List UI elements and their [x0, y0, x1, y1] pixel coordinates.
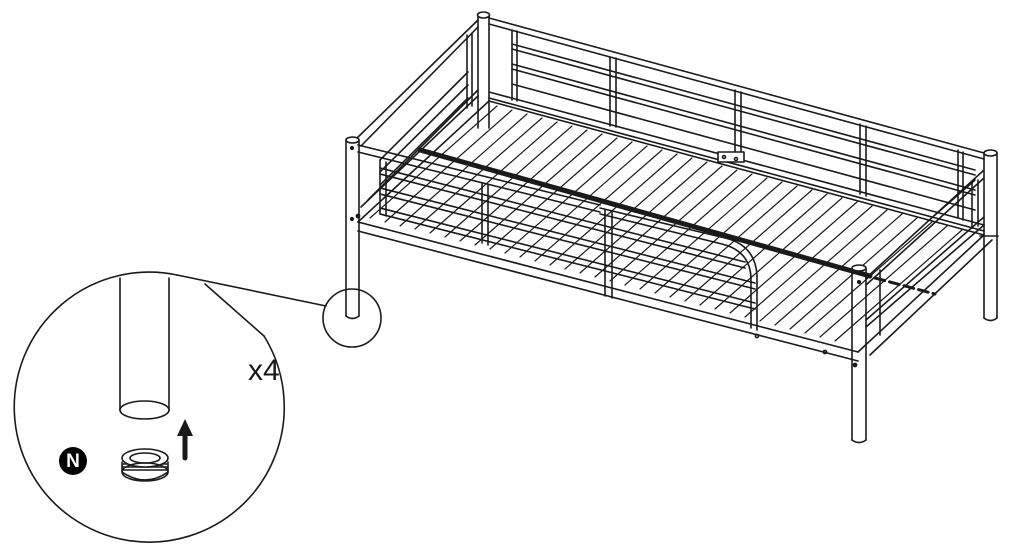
- callout-leader-lines: [176, 274, 327, 337]
- foot-cap-icon: [121, 448, 169, 482]
- quantity-label: x4: [248, 354, 280, 387]
- part-label: N: [66, 450, 80, 472]
- front-guard-rail: [357, 144, 758, 331]
- callout-marker: [322, 288, 382, 348]
- back-left-post: [476, 11, 491, 129]
- front-left-leg: [345, 136, 360, 320]
- callout-detail: [13, 271, 286, 543]
- right-end-rail: [865, 169, 985, 336]
- arrow-up-icon: [177, 419, 193, 461]
- front-right-leg: [851, 264, 867, 444]
- back-guard-rail: [488, 17, 985, 232]
- center-support-beam: [417, 147, 999, 296]
- side-frame: [355, 100, 993, 368]
- part-badge: N: [59, 447, 87, 475]
- left-end-rail: [354, 19, 479, 208]
